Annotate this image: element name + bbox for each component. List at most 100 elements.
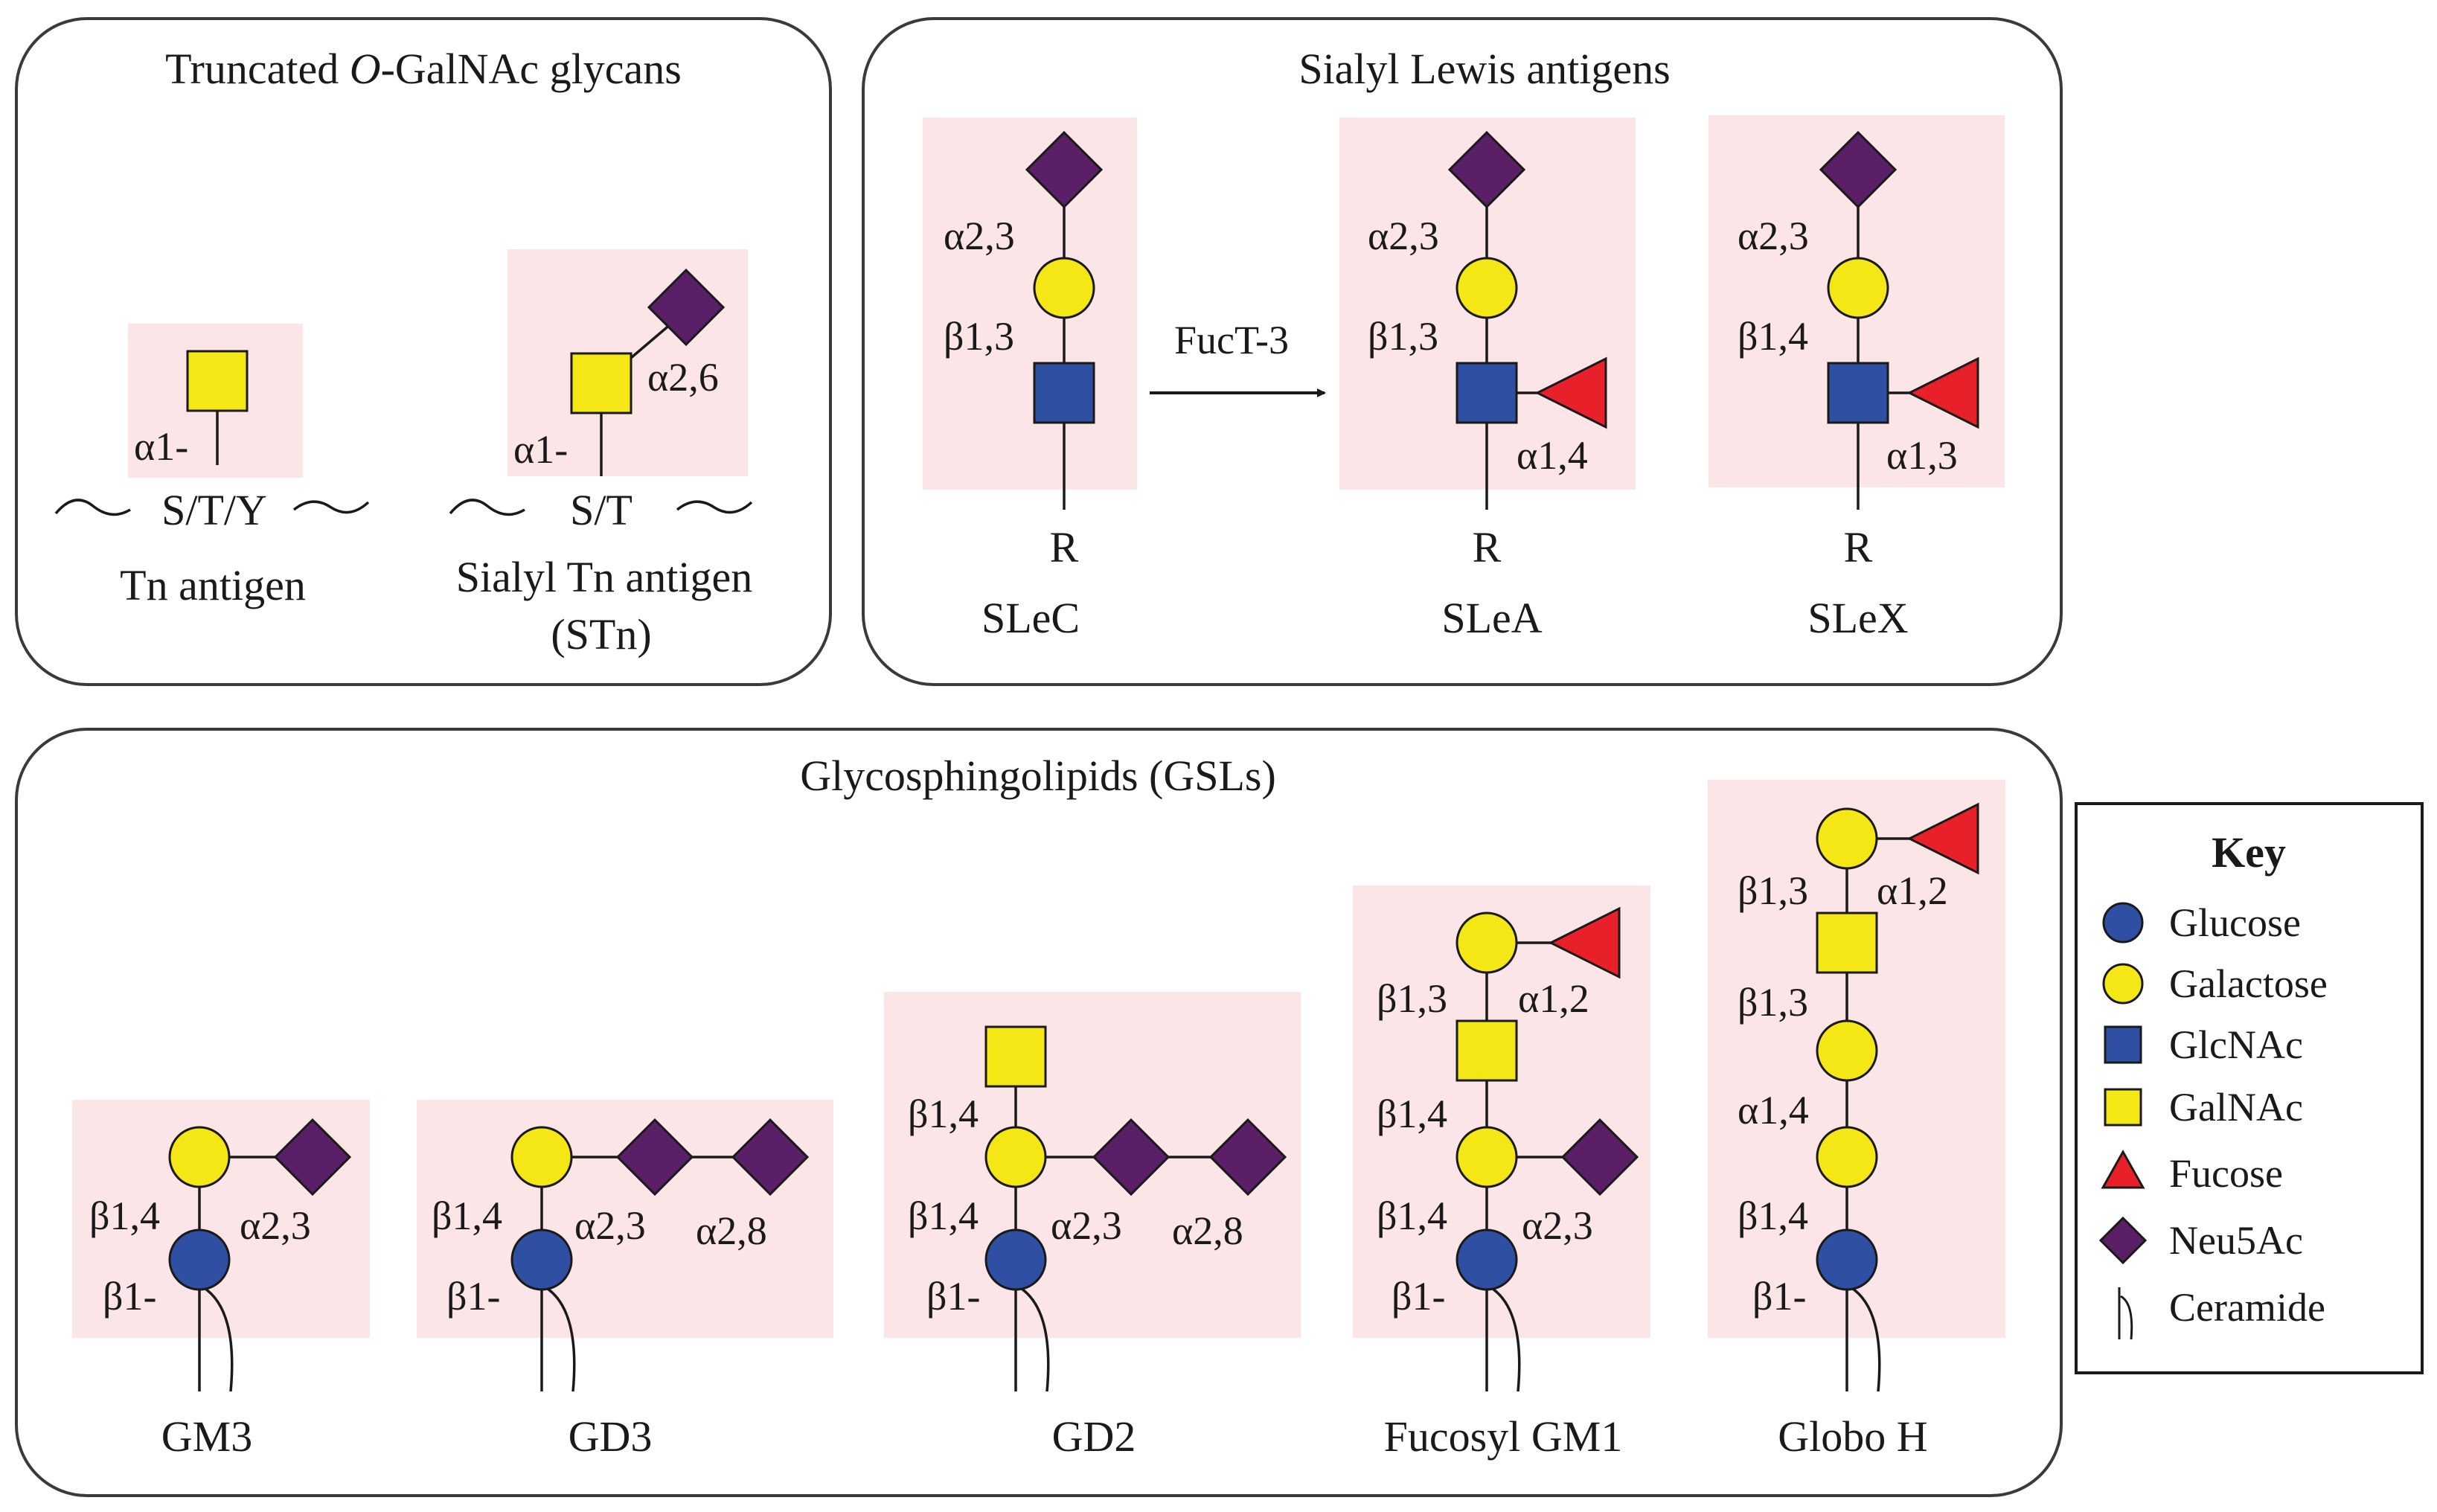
linkage-label: β1,4 — [908, 1194, 979, 1238]
structure-name: GD3 — [569, 1412, 653, 1461]
legend-item-fucose: Fucose — [2101, 1149, 2283, 1196]
linkage-label: β1,3 — [1368, 314, 1438, 359]
legend-label: Galactose — [2169, 961, 2328, 1006]
galnac-icon — [570, 352, 633, 414]
peptide-wave-right — [292, 500, 370, 514]
legend-label: Ceramide — [2169, 1285, 2325, 1330]
glcnac-icon — [1033, 362, 1095, 424]
galactose-icon — [984, 1126, 1047, 1188]
slec-structure: α2,3 β1,3 R SLeC — [923, 118, 1137, 642]
structure-name: Globo H — [1778, 1412, 1927, 1461]
structure-name: GD2 — [1052, 1412, 1136, 1461]
linkage-label: α2,3 — [240, 1203, 311, 1248]
linkage-label: α2,3 — [1368, 214, 1439, 258]
linkage-label: β1,3 — [1738, 980, 1808, 1025]
legend-label: GlcNAc — [2169, 1022, 2303, 1067]
ceramide-icon — [2118, 1287, 2133, 1340]
ceramide-tail — [202, 1286, 234, 1392]
neu5ac-icon — [2098, 1216, 2148, 1265]
legend-label: GalNAc — [2169, 1085, 2303, 1130]
linkage-label: α2,3 — [1051, 1203, 1122, 1248]
gm3-structure: β1,4 α2,3 β1- GM3 — [72, 1100, 370, 1461]
legend-label: Glucose — [2169, 900, 2301, 945]
structure-name: SLeC — [981, 594, 1080, 642]
linkage-label: α2,8 — [696, 1208, 767, 1253]
structure-name: Fucosyl GM1 — [1384, 1412, 1623, 1461]
glcnac-icon — [1827, 362, 1889, 424]
legend-item-galactose: Galactose — [2102, 961, 2328, 1006]
structure-name: Tn antigen — [120, 561, 306, 609]
panel-sialyl-lewis: Sialyl Lewis antigens α2,3 β1,3 R SLeC F… — [862, 17, 2063, 686]
linkage-label: β1,4 — [908, 1092, 979, 1136]
linkage-label: β1,4 — [1377, 1194, 1447, 1238]
galnac-icon — [2104, 1088, 2142, 1127]
legend-item-ceramide: Ceramide — [2118, 1285, 2325, 1340]
galactose-icon — [1816, 1126, 1878, 1188]
fuct3-reaction-arrow: FucT-3 — [1150, 318, 1326, 397]
linkage-label: β1,3 — [1738, 868, 1808, 913]
linkage-label: α1,4 — [1517, 433, 1588, 478]
galactose-icon — [1816, 1019, 1878, 1082]
reducing-end-label: R — [1050, 523, 1079, 571]
linkage-label: β1,4 — [1738, 314, 1808, 359]
glucose-icon — [984, 1228, 1047, 1291]
galactose-icon — [168, 1126, 231, 1188]
galactose-icon — [2102, 963, 2144, 1005]
slea-structure: α2,3 β1,3 α1,4 R SLeA — [1339, 118, 1636, 642]
ceramide-tail — [1019, 1286, 1050, 1392]
peptide-wave-right — [676, 500, 753, 514]
glucose-icon — [1456, 1228, 1518, 1291]
enzyme-label: FucT-3 — [1174, 318, 1289, 362]
linkage-label: β1- — [1752, 1274, 1806, 1319]
ceramide-tail — [545, 1286, 576, 1392]
galactose-icon — [1456, 912, 1518, 974]
tn-antigen: α1- S/T/Y Tn antigen — [54, 324, 370, 609]
fucose-icon — [2101, 1149, 2145, 1189]
glucose-icon — [2102, 902, 2144, 944]
glucose-icon — [168, 1228, 231, 1291]
legend-item-glcnac: GlcNAc — [2104, 1022, 2303, 1067]
linkage-label: β1,4 — [89, 1194, 160, 1238]
peptide-wave-left — [54, 499, 131, 516]
legend-item-galnac: GalNAc — [2104, 1085, 2303, 1130]
glcnac-icon — [2104, 1025, 2142, 1064]
linkage-label: β1- — [446, 1274, 500, 1319]
ceramide-tail — [1490, 1286, 1521, 1392]
sialyl-tn-antigen: α1- α2,6 S/T Sialyl Tn antigen (STn) — [449, 249, 753, 659]
linkage-label: α1,2 — [1877, 868, 1948, 913]
galactose-icon — [1033, 257, 1095, 319]
legend-title: Key — [2212, 828, 2286, 877]
linkage-label: β1- — [103, 1274, 156, 1319]
legend-label: Neu5Ac — [2169, 1218, 2303, 1263]
linkage-label: β1,3 — [944, 314, 1014, 359]
panel-title-lewis: Sialyl Lewis antigens — [1298, 45, 1670, 93]
galactose-icon — [1827, 257, 1889, 319]
structure-name: SLeX — [1807, 594, 1908, 642]
galactose-icon — [510, 1126, 573, 1188]
slex-structure: α2,3 β1,4 α1,3 R SLeX — [1709, 115, 2005, 642]
galnac-icon — [1816, 912, 1878, 974]
linkage-label: α1,4 — [1738, 1088, 1809, 1133]
legend-label: Fucose — [2169, 1151, 2283, 1196]
linkage-label: β1- — [1392, 1274, 1445, 1319]
linkage-label: α2,3 — [1738, 214, 1809, 258]
panel-title-truncated: Truncated O-GalNAc glycans — [165, 45, 682, 93]
ceramide-tail — [1850, 1286, 1881, 1392]
structure-name: Sialyl Tn antigen — [456, 553, 752, 601]
peptide-label: S/T/Y — [161, 486, 267, 534]
linkage-label: α2,3 — [574, 1203, 646, 1248]
linkage-label: α2,6 — [647, 355, 719, 400]
gd2-structure: β1,4 β1,4 α2,3 α2,8 β1- GD2 — [884, 992, 1301, 1461]
reducing-end-label: R — [1844, 523, 1873, 571]
panel-glycosphingolipids: Glycosphingolipids (GSLs) β1,4 α2,3 β1- … — [15, 728, 2063, 1497]
linkage-label: α1,3 — [1886, 433, 1958, 478]
peptide-label: S/T — [570, 486, 633, 534]
linkage-label: α2,8 — [1172, 1208, 1243, 1253]
glcnac-icon — [1456, 362, 1518, 424]
legend-item-glucose: Glucose — [2102, 900, 2301, 945]
linkage-label: β1,3 — [1377, 976, 1447, 1021]
galnac-icon — [984, 1025, 1047, 1088]
panel-frame — [15, 17, 832, 686]
galactose-icon — [1456, 257, 1518, 319]
